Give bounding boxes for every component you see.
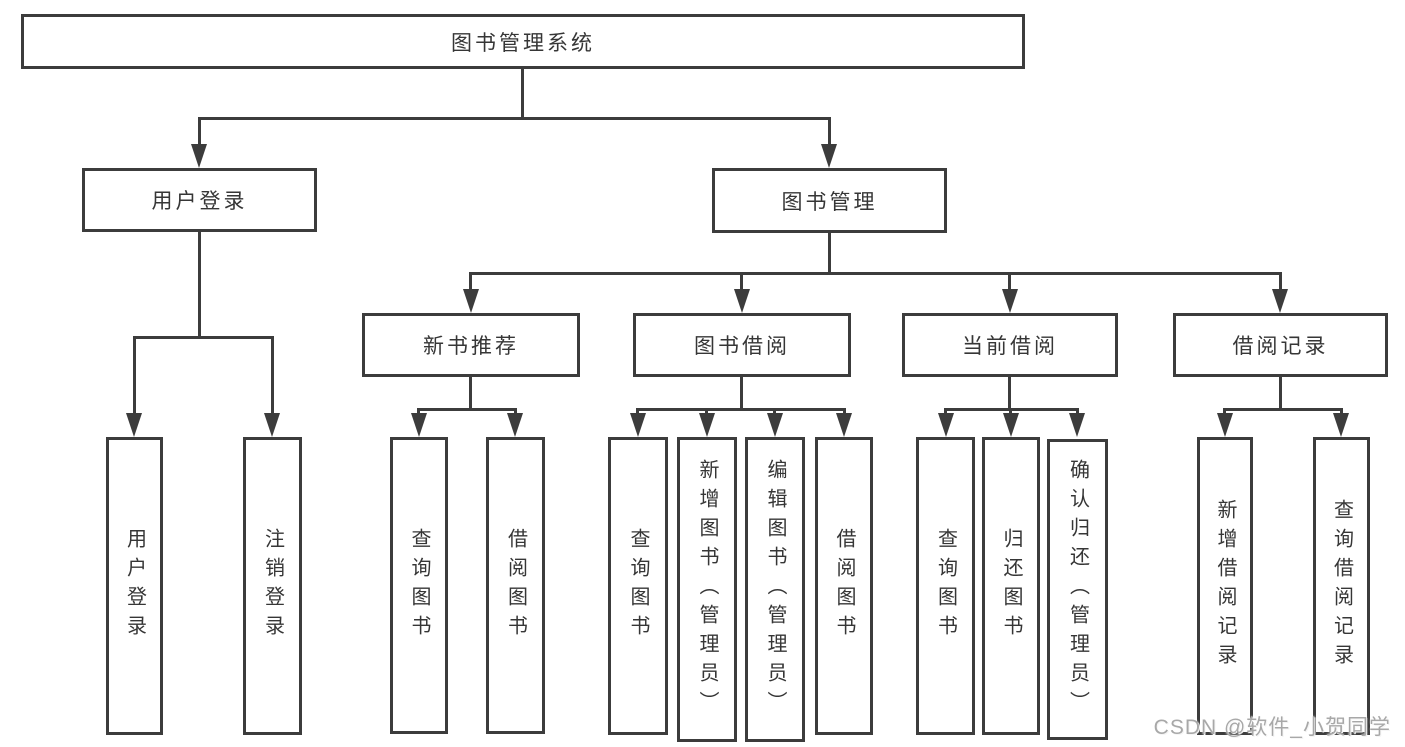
node-book-management: 图书管理	[712, 168, 947, 233]
connector-line	[1279, 272, 1282, 291]
node-current-borrowing: 当前借阅	[902, 313, 1118, 377]
node-label: 用户登录	[123, 528, 146, 644]
connector-line	[944, 408, 947, 414]
connector-line	[773, 408, 776, 414]
arrowhead-icon	[411, 413, 427, 437]
connector-line	[1076, 408, 1079, 414]
arrowhead-icon	[191, 144, 207, 168]
watermark: CSDN @软件_小贺同学	[1153, 716, 1391, 739]
node-user-login: 用户登录	[82, 168, 317, 232]
connector-line	[133, 336, 136, 413]
node-label: 编辑图书（管理员）	[764, 459, 786, 720]
node-leaf-query-books-borrowing: 查询图书	[608, 437, 668, 735]
arrowhead-icon	[1333, 413, 1349, 437]
node-label: 查询借阅记录	[1330, 499, 1353, 673]
node-leaf-add-borrow-record: 新增借阅记录	[1197, 437, 1253, 735]
connector-line	[198, 232, 201, 336]
arrowhead-icon	[1217, 413, 1233, 437]
arrowhead-icon	[1272, 289, 1288, 313]
node-label: 确认归还（管理员）	[1066, 459, 1089, 720]
node-label: 归还图书	[1000, 528, 1022, 644]
arrowhead-icon	[264, 413, 280, 437]
node-label: 查询图书	[627, 528, 649, 644]
connector-line	[271, 336, 274, 413]
node-label: 注销登录	[261, 528, 284, 644]
node-leaf-edit-books-admin: 编辑图书（管理员）	[745, 437, 805, 742]
node-borrowing-records: 借阅记录	[1173, 313, 1388, 377]
node-new-book-recommend: 新书推荐	[362, 313, 580, 377]
connector-line	[469, 272, 1282, 275]
node-leaf-return-books: 归还图书	[982, 437, 1040, 735]
arrowhead-icon	[821, 144, 837, 168]
arrowhead-icon	[1003, 413, 1019, 437]
node-label: 新增借阅记录	[1214, 499, 1236, 673]
connector-line	[1008, 377, 1011, 408]
connector-line	[1009, 408, 1012, 414]
node-leaf-query-borrow-record: 查询借阅记录	[1313, 437, 1370, 735]
connector-line	[469, 377, 472, 408]
connector-line	[417, 408, 420, 414]
arrowhead-icon	[836, 413, 852, 437]
arrowhead-icon	[463, 289, 479, 313]
connector-line	[1223, 408, 1343, 411]
connector-line	[1223, 408, 1226, 414]
arrowhead-icon	[767, 413, 783, 437]
connector-line	[417, 408, 517, 411]
connector-line	[198, 117, 831, 120]
node-leaf-borrow-books: 借阅图书	[815, 437, 873, 735]
node-label: 借阅记录	[1232, 335, 1329, 358]
node-leaf-user-login: 用户登录	[106, 437, 163, 735]
arrowhead-icon	[1002, 289, 1018, 313]
node-leaf-query-books-recommend: 查询图书	[390, 437, 448, 734]
connector-line	[514, 408, 517, 414]
connector-line	[521, 69, 524, 117]
connector-line	[1279, 377, 1282, 408]
connector-line	[705, 408, 708, 414]
arrowhead-icon	[1069, 413, 1085, 437]
node-label: 图书借阅	[694, 335, 790, 358]
connector-line	[198, 117, 201, 146]
node-book-borrowing: 图书借阅	[633, 313, 851, 377]
node-label: 图书管理系统	[451, 31, 595, 55]
connector-line	[828, 233, 831, 272]
node-label: 查询图书	[408, 527, 430, 644]
arrowhead-icon	[630, 413, 646, 437]
node-library-management-system: 图书管理系统	[21, 14, 1025, 69]
connector-line	[1340, 408, 1343, 414]
arrowhead-icon	[734, 289, 750, 313]
arrowhead-icon	[126, 413, 142, 437]
connector-line	[740, 272, 743, 291]
node-label: 新书推荐	[423, 335, 519, 358]
connector-line	[636, 408, 639, 414]
node-leaf-query-books-current: 查询图书	[916, 437, 975, 735]
node-leaf-borrow-books-recommend: 借阅图书	[486, 437, 545, 734]
arrowhead-icon	[938, 413, 954, 437]
node-label: 查询图书	[934, 528, 957, 644]
arrowhead-icon	[507, 413, 523, 437]
node-leaf-add-books-admin: 新增图书（管理员）	[677, 437, 737, 742]
arrowhead-icon	[699, 413, 715, 437]
node-label: 借阅图书	[833, 528, 855, 644]
connector-line	[133, 336, 274, 339]
node-label: 用户登录	[151, 190, 248, 213]
connector-line	[828, 117, 831, 146]
connector-line	[740, 377, 743, 408]
node-label: 借阅图书	[504, 527, 527, 644]
node-leaf-logout: 注销登录	[243, 437, 302, 735]
connector-line	[843, 408, 846, 414]
node-leaf-confirm-return-admin: 确认归还（管理员）	[1047, 439, 1108, 740]
node-label: 当前借阅	[962, 335, 1058, 358]
connector-line	[636, 408, 846, 411]
connector-line	[1008, 272, 1011, 291]
node-label: 图书管理	[781, 190, 878, 214]
connector-line	[469, 272, 472, 291]
node-label: 新增图书（管理员）	[696, 459, 718, 720]
